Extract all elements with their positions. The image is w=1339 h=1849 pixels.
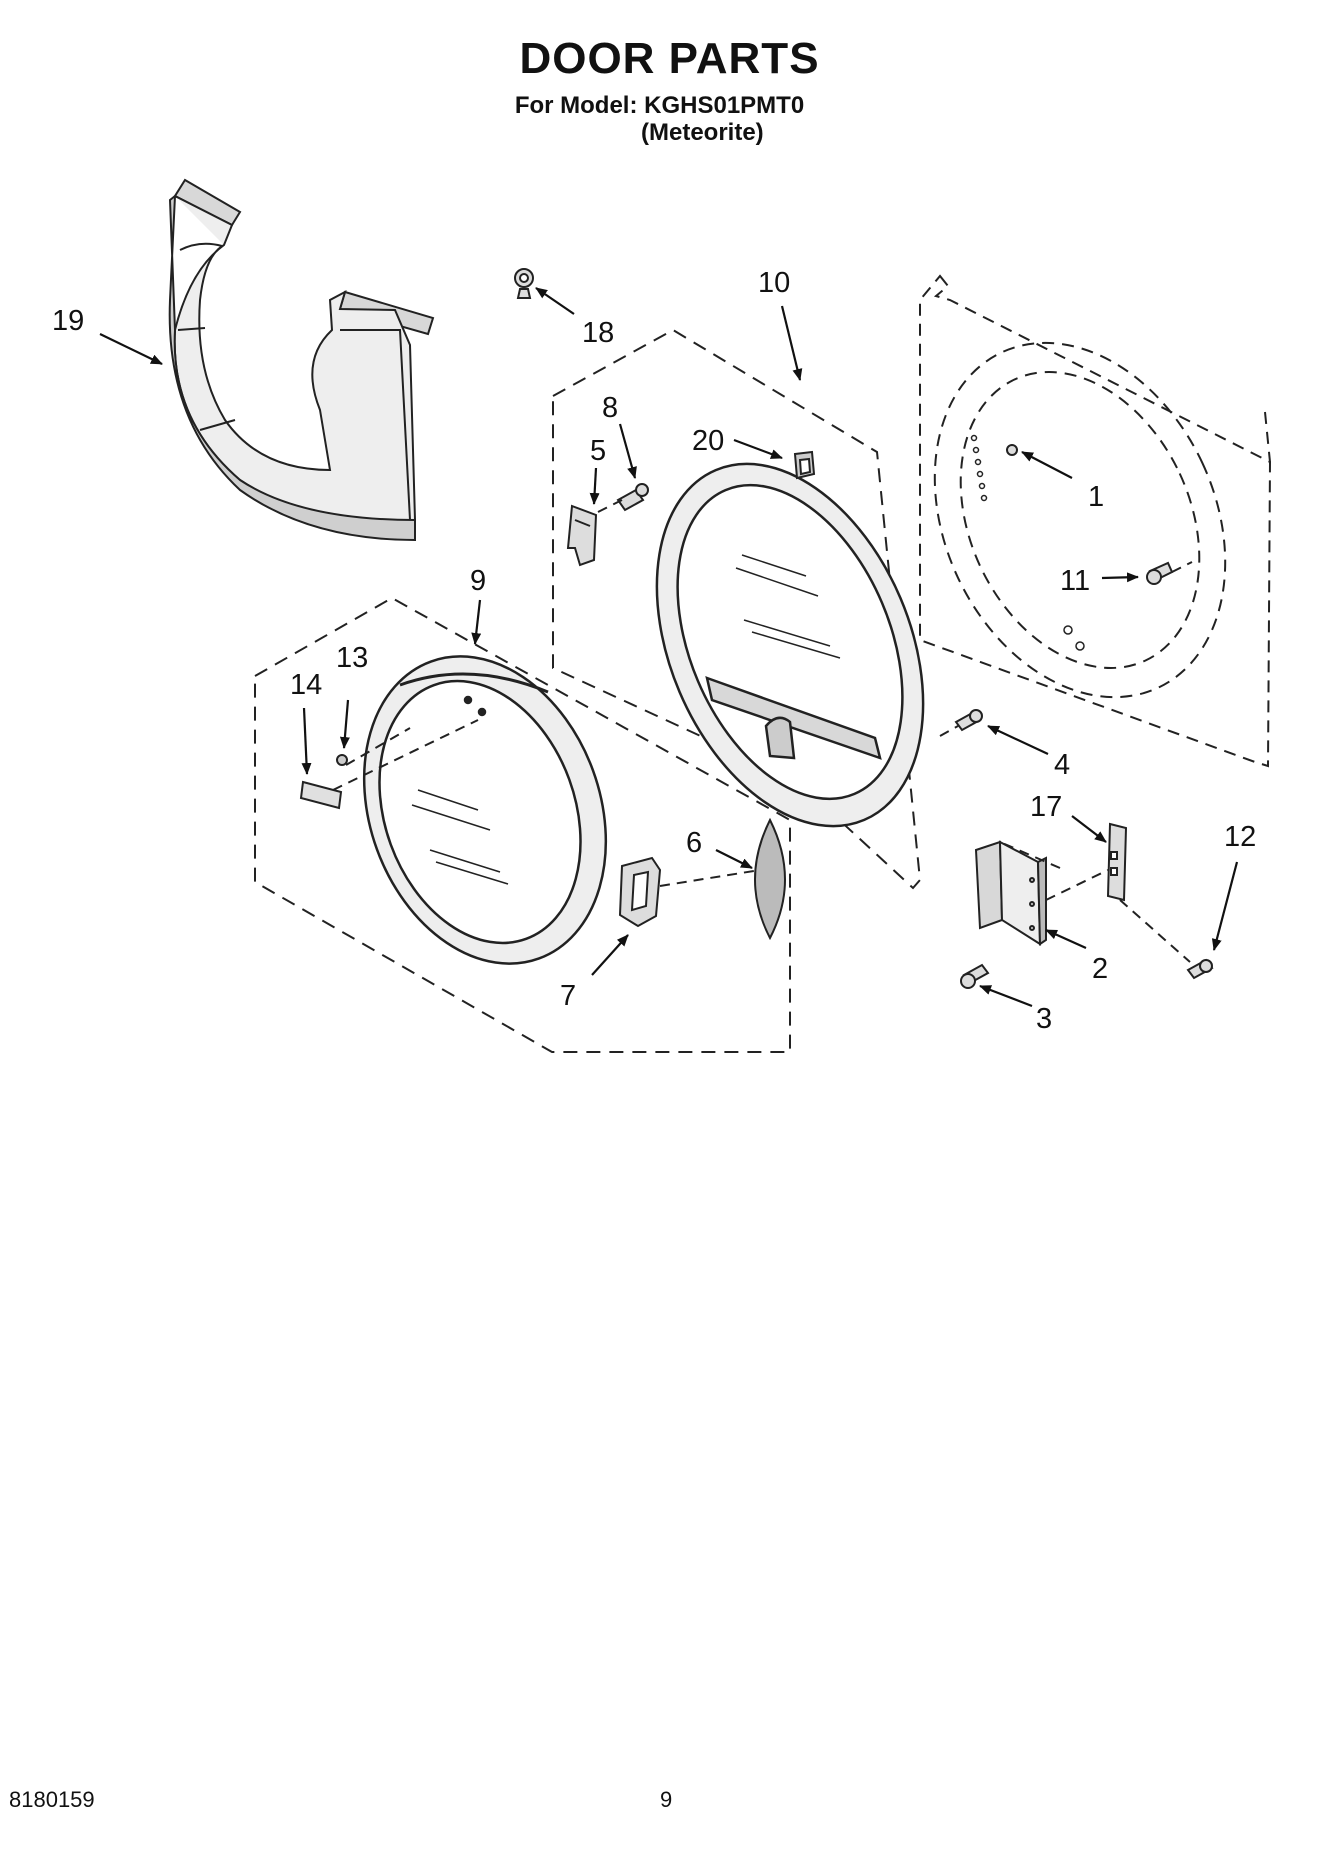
part-2-hinge	[974, 840, 1047, 946]
arrow-3	[979, 984, 1033, 1008]
arrow-4	[987, 725, 1049, 755]
arrow-9	[471, 599, 482, 645]
callout-17: 17	[1030, 791, 1062, 823]
part-14-badge	[299, 780, 343, 810]
part-17-strike	[1106, 822, 1128, 902]
arrow-5	[589, 467, 600, 505]
callout-20: 20	[692, 425, 724, 457]
part-7-handle	[618, 856, 662, 928]
part-20-clip	[793, 450, 816, 480]
part-12-screw	[1186, 958, 1214, 980]
callout-18: 18	[582, 317, 614, 349]
page-number: 9	[660, 1787, 673, 1812]
arrow-10	[780, 305, 803, 381]
part-5-bracket	[566, 504, 598, 567]
callout-10: 10	[758, 267, 790, 299]
part-6-insert	[754, 817, 786, 941]
arrow-20	[733, 438, 783, 460]
callout-14: 14	[290, 669, 322, 701]
arrow-8	[618, 423, 637, 479]
part-18-clip	[514, 268, 534, 299]
part-9-outer-door	[362, 655, 608, 965]
arrow-14	[301, 707, 312, 775]
arrow-12	[1211, 861, 1239, 951]
callout-2: 2	[1092, 953, 1108, 985]
callout-labels: 19 18 10 8 5 20 1 11 9 13 14 4 17 12 6 7…	[52, 267, 1256, 1035]
arrow-6	[715, 849, 753, 869]
part-4-screw	[954, 709, 983, 732]
part-1-panel-holes	[970, 434, 1085, 651]
model-line: For Model: KGHS01PMT0	[514, 92, 805, 119]
part-11-screw	[1146, 561, 1174, 585]
arrow-18	[535, 287, 575, 315]
callout-19: 19	[52, 305, 84, 337]
callout-13: 13	[336, 642, 368, 674]
arrow-17	[1071, 815, 1107, 843]
group-10-outline	[552, 328, 922, 890]
arrow-2	[1045, 928, 1087, 950]
callout-11: 11	[1060, 565, 1090, 597]
document-number: 8180159	[9, 1787, 95, 1812]
callout-arrows	[99, 287, 1239, 1008]
callout-9: 9	[470, 565, 486, 597]
page-title: DOOR PARTS	[519, 34, 820, 83]
part-1-screw	[1006, 444, 1018, 456]
callout-1: 1	[1088, 481, 1104, 513]
part-10-inner-door	[655, 462, 925, 828]
callout-8: 8	[602, 392, 618, 424]
callout-6: 6	[686, 827, 702, 859]
callout-5: 5	[590, 435, 606, 467]
assembly-connector-lines	[332, 499, 1193, 963]
arrow-1	[1021, 451, 1073, 479]
model-variant: (Meteorite)	[641, 119, 764, 146]
arrow-19	[99, 333, 163, 365]
callout-3: 3	[1036, 1003, 1052, 1035]
part-1-inner-panel	[919, 274, 1272, 768]
part-3-screw	[960, 963, 990, 989]
callout-12: 12	[1224, 821, 1256, 853]
arrow-11	[1101, 572, 1139, 583]
arrow-13	[339, 699, 350, 749]
part-8-screw	[616, 483, 649, 512]
callout-4: 4	[1054, 749, 1070, 781]
part-13-plug	[336, 754, 348, 766]
callout-7: 7	[560, 980, 576, 1012]
arrow-7	[591, 934, 629, 976]
part-19-front-panel	[168, 178, 435, 542]
